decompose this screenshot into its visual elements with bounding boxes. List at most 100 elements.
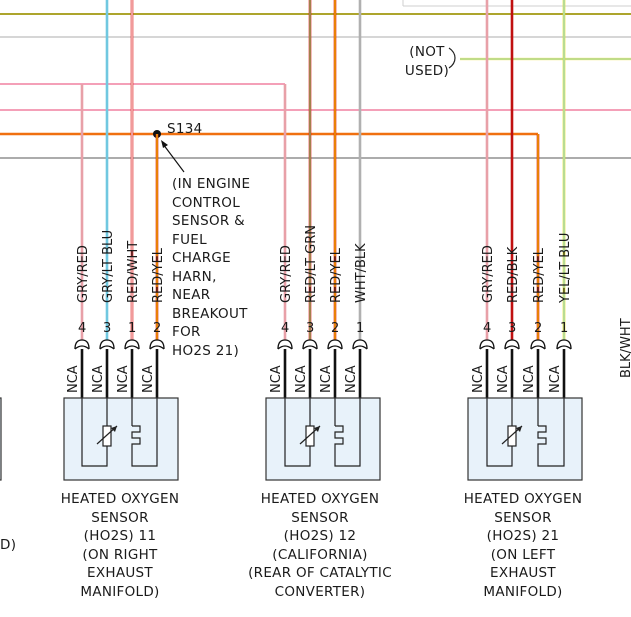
connector-chevron: [277, 339, 293, 350]
heater-element: [131, 425, 141, 446]
sensor-title-line: SENSOR: [494, 509, 552, 526]
connector-chevron: [124, 339, 140, 350]
connector-chevron: [99, 345, 115, 350]
sensor-title-line: EXHAUST: [87, 565, 153, 581]
sensor-internal-wire: [284, 398, 311, 467]
connector-chevron: [302, 345, 318, 350]
variable-resistor-arrowhead: [516, 426, 522, 432]
wire-color-label: WHT/BLK: [354, 243, 369, 303]
pin-number: 4: [281, 321, 289, 336]
connector-chevron: [327, 345, 343, 350]
sensor-title-line: (HO2S) 12: [283, 528, 357, 544]
wire-color-label: GRY/RED: [76, 245, 91, 303]
connector-chevron: [352, 339, 368, 350]
pin-number: 2: [331, 321, 339, 336]
pin-number: 2: [153, 321, 161, 336]
not-used-bracket: [448, 47, 456, 69]
sensor-title-line: SENSOR: [91, 509, 149, 526]
heater-element: [334, 425, 344, 446]
nca-label: NCA: [66, 365, 81, 393]
connector-chevron: [556, 345, 572, 350]
connector-chevron: [302, 339, 318, 350]
sensor-internal-wire: [334, 398, 361, 467]
connector-chevron: [74, 345, 90, 350]
wire-color-label: YEL/LT BLU: [558, 233, 573, 304]
sensor-title-line: CONVERTER): [274, 583, 366, 600]
splice-note-line: (IN ENGINE: [172, 176, 251, 192]
pin-number: 3: [103, 321, 111, 336]
nca-label: NCA: [471, 365, 486, 393]
nca-label: NCA: [522, 365, 537, 393]
sensor-internal-wire: [486, 398, 513, 467]
sensor-title-line: (HO2S) 21: [486, 528, 560, 544]
not-used-line: (NOT: [409, 44, 445, 60]
sensor-title-line: HEATED OXYGEN: [463, 491, 583, 507]
not-used-line: USED): [404, 62, 450, 79]
connector-chevron: [504, 339, 520, 350]
connector-chevron: [352, 345, 368, 350]
nca-label: NCA: [548, 365, 563, 393]
sensor-title-line: MANIFOLD): [483, 583, 563, 600]
pin-number: 2: [534, 321, 542, 336]
variable-resistor-arrowhead: [314, 426, 320, 432]
sensor-title-line: (HO2S) 11: [83, 528, 157, 544]
sensor-internal-wire: [131, 398, 158, 467]
wire-color-label: RED/YEL: [151, 247, 166, 303]
wire-color-label: GRY/RED: [279, 245, 294, 303]
sensor-title-line: (REAR OF CATALYTIC: [248, 565, 392, 581]
sensor-body: [63, 397, 179, 481]
sensor-title-line: (CALIFORNIA): [272, 546, 368, 563]
splice-note-line: NEAR: [172, 287, 211, 303]
splice-arrowhead: [161, 140, 168, 148]
pin-number: 1: [356, 321, 364, 336]
nca-label: NCA: [344, 365, 359, 393]
splice-note-line: CONTROL: [172, 194, 241, 211]
heater-element: [537, 425, 547, 446]
splice-note-line: FUEL: [172, 231, 207, 248]
wire-color-label: GRY/LT BLU: [101, 230, 116, 303]
wire-color-label: RED/YEL: [329, 247, 344, 303]
sensor-body: [467, 397, 583, 481]
sensor-title-line: SENSOR: [291, 509, 349, 526]
sensor-title-ho2s-12: HEATED OXYGEN SENSOR (HO2S) 12 (CALIFORN…: [230, 490, 410, 601]
sensor-internal-wire: [537, 398, 565, 467]
not-used-label: (NOT USED): [400, 43, 454, 80]
nca-label: NCA: [496, 365, 511, 393]
connector-chevron: [479, 345, 495, 350]
connector-chevron: [124, 345, 140, 350]
variable-resistor: [507, 425, 517, 447]
pin-number: 3: [306, 321, 314, 336]
nca-label: NCA: [91, 365, 106, 393]
splice-note-line: BREAKOUT: [172, 305, 248, 322]
splice-note-line: FOR: [172, 324, 201, 340]
nca-label: NCA: [141, 365, 156, 393]
sensor-title-line: (ON RIGHT: [82, 546, 158, 563]
pin-number: 3: [508, 321, 516, 336]
splice-note-line: SENSOR &: [172, 213, 245, 229]
sensor-internal-wire: [81, 398, 108, 467]
splice-note: (IN ENGINE CONTROL SENSOR & FUEL CHARGE …: [172, 175, 250, 360]
connector-chevron: [479, 339, 495, 350]
connector-chevron: [504, 345, 520, 350]
sensor-body: [265, 397, 381, 481]
connector-chevron: [149, 339, 165, 350]
pin-number: 4: [78, 321, 86, 336]
sensor-title-ho2s-11: HEATED OXYGEN SENSOR (HO2S) 11 (ON RIGHT…: [40, 490, 200, 601]
pin-number: 1: [128, 321, 136, 336]
wire-color-label: RED/LT GRN: [304, 225, 319, 303]
connector-chevron: [277, 345, 293, 350]
wire-layer: [0, 0, 631, 398]
nca-label: NCA: [294, 365, 309, 393]
sensor-title-line: MANIFOLD): [80, 583, 160, 600]
edge-wire-label: BLK/WHT: [619, 318, 631, 378]
sensor-title-line: HEATED OXYGEN: [260, 491, 380, 507]
splice-note-line: HO2S 21): [172, 342, 240, 359]
partial-sensor-body: [0, 397, 2, 481]
connector-chevron: [327, 339, 343, 350]
connector-chevron: [530, 345, 546, 350]
sensor-title-line: (ON LEFT: [490, 546, 556, 563]
splice-leader: [162, 143, 185, 173]
